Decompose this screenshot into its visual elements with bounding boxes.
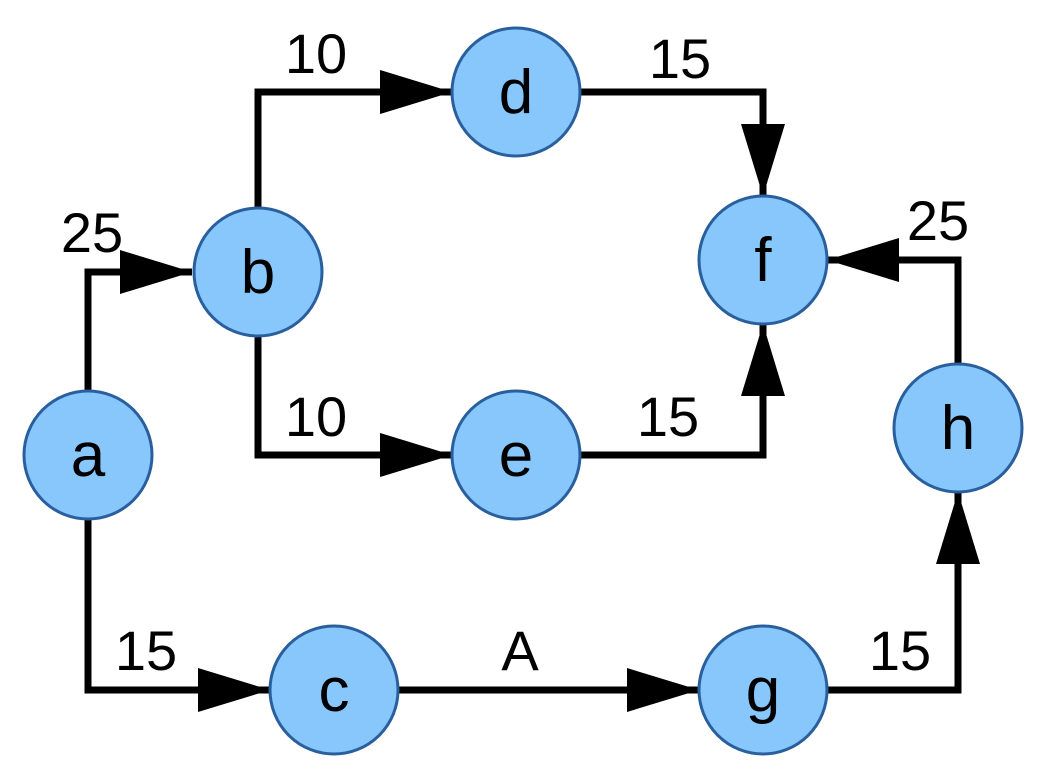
edge-label: 15 xyxy=(869,619,931,682)
edge-b-d xyxy=(254,70,452,208)
edge-label: 25 xyxy=(61,201,123,264)
arrowhead xyxy=(380,70,452,114)
node-label: d xyxy=(499,58,533,127)
edge-e-f xyxy=(580,324,785,459)
edge-line xyxy=(254,88,452,208)
arrowhead xyxy=(380,433,452,477)
edge-label: 15 xyxy=(115,619,177,682)
arrowhead xyxy=(627,668,699,712)
edge-g-h xyxy=(827,492,980,694)
node-circle xyxy=(450,26,582,158)
edge-label: 10 xyxy=(285,385,347,448)
node-e: e xyxy=(450,389,582,521)
node-circle xyxy=(697,194,829,326)
arrowhead xyxy=(827,238,899,282)
node-label: e xyxy=(499,421,533,490)
arrowhead xyxy=(198,668,270,712)
edge-h-f xyxy=(827,238,962,364)
edge-c-g xyxy=(398,668,699,712)
node-g: g xyxy=(697,624,829,756)
arrowhead xyxy=(741,124,785,196)
edge-label: 15 xyxy=(637,385,699,448)
node-label: a xyxy=(71,421,106,490)
node-circle xyxy=(892,362,1024,494)
node-circle xyxy=(450,389,582,521)
nodes-layer: a b c d e f g h xyxy=(22,26,1024,756)
node-a: a xyxy=(22,389,154,521)
node-circle xyxy=(22,389,154,521)
edge-a-b xyxy=(84,250,192,391)
edge-line xyxy=(84,268,192,391)
node-d: d xyxy=(450,26,582,158)
edge-line xyxy=(580,88,767,196)
arrowhead xyxy=(936,492,980,564)
node-label: b xyxy=(241,238,275,307)
arrowhead xyxy=(120,250,192,294)
node-label: f xyxy=(754,226,772,295)
node-label: c xyxy=(319,656,350,725)
edge-a-c xyxy=(84,519,270,712)
node-label: g xyxy=(746,656,780,725)
node-circle xyxy=(192,206,324,338)
node-b: b xyxy=(192,206,324,338)
edge-label: 10 xyxy=(285,22,347,85)
node-circle xyxy=(268,624,400,756)
node-label: h xyxy=(941,394,975,463)
edge-label: 15 xyxy=(649,27,711,90)
arrowhead xyxy=(741,324,785,396)
edge-label: 25 xyxy=(907,189,969,252)
edges-layer xyxy=(84,70,980,712)
node-c: c xyxy=(268,624,400,756)
edge-label: A xyxy=(501,619,539,682)
edge-d-f xyxy=(580,88,785,196)
edge-b-e xyxy=(254,336,452,477)
node-circle xyxy=(697,624,829,756)
node-h: h xyxy=(892,362,1024,494)
node-f: f xyxy=(697,194,829,326)
